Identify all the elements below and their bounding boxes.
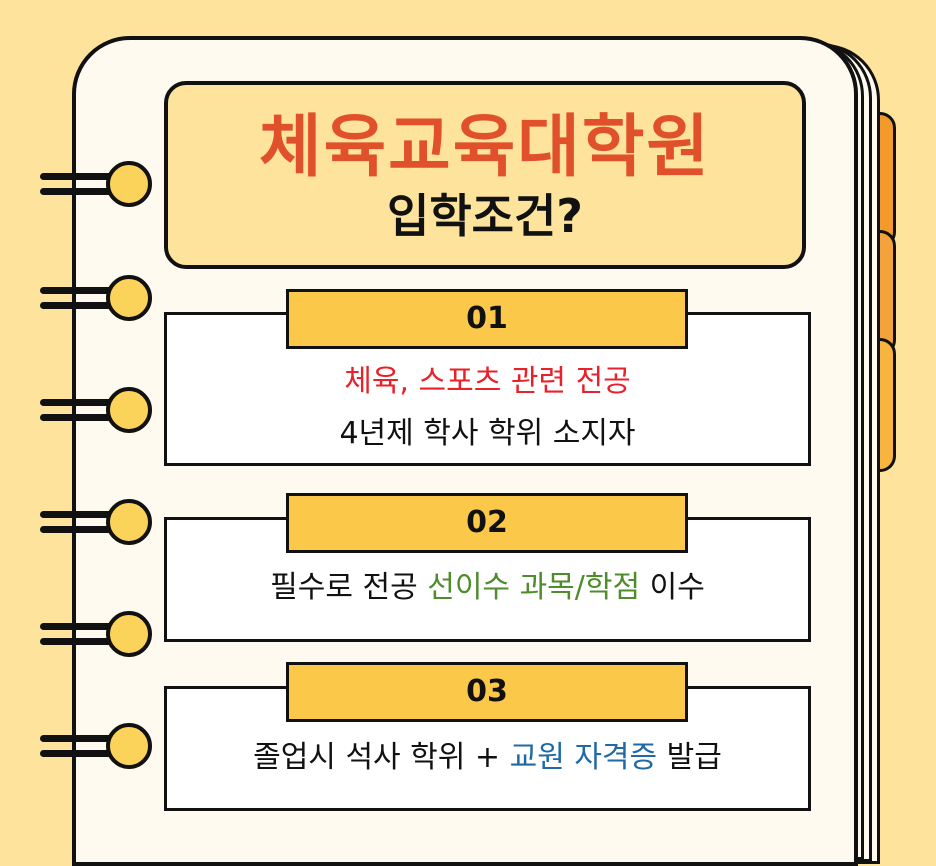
spiral-ring-icon [40, 384, 152, 434]
condition-2-pre: 필수로 전공 [270, 570, 428, 605]
condition-2-post: 이수 [640, 570, 705, 605]
condition-1-line-2: 4년제 학사 학위 소지자 [339, 416, 636, 451]
condition-3-highlight: 교원 자격증 [509, 740, 658, 775]
condition-3-text: 졸업시 석사 학위 + 교원 자격증 발급 [164, 738, 811, 778]
page-title: 체육교육대학원 [259, 108, 711, 187]
spiral-ring-icon [40, 720, 152, 770]
condition-2-text: 필수로 전공 선이수 과목/학점 이수 [164, 568, 811, 608]
condition-number-1: 01 [286, 289, 688, 349]
title-box: 체육교육대학원 입학조건? [164, 81, 806, 269]
spiral-ring-icon [40, 608, 152, 658]
condition-number-2: 02 [286, 493, 688, 553]
condition-3-post: 발급 [657, 740, 722, 775]
page-subtitle: 입학조건? [387, 189, 583, 243]
spiral-ring-icon [40, 272, 152, 322]
spiral-ring-icon [40, 496, 152, 546]
notebook-illustration: 체육교육대학원 입학조건? 01 체육, 스포츠 관련 전공 4년제 학사 학위… [40, 36, 896, 866]
condition-number-3: 03 [286, 662, 688, 722]
spiral-ring-icon [40, 158, 152, 208]
condition-1-line-1: 체육, 스포츠 관련 전공 [344, 364, 631, 399]
condition-2-highlight: 선이수 과목/학점 [427, 570, 641, 605]
condition-3-pre: 졸업시 석사 학위 + [253, 740, 510, 775]
